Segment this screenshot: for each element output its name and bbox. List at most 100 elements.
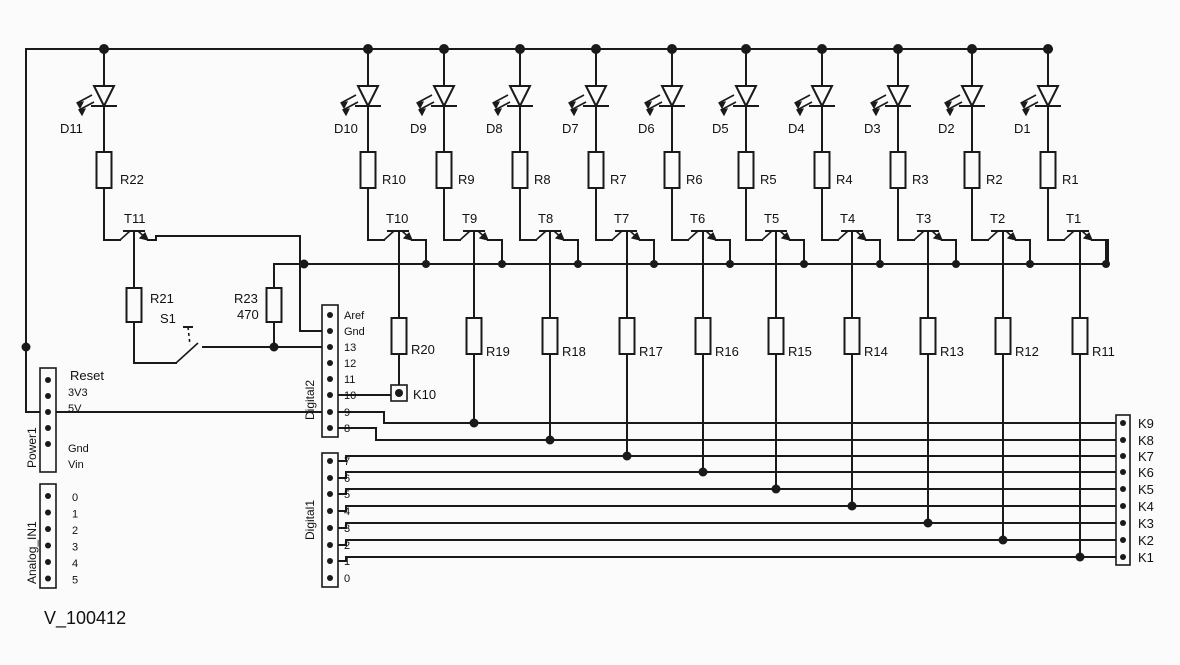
resistor-r19 [465,317,483,355]
junction-dot [847,501,857,511]
led-triangle [1036,85,1060,109]
resistor-r7 [587,151,605,189]
pin-digital1-3: 4 [344,506,350,518]
emission-arrow-1 [340,94,357,104]
components [39,85,1131,589]
emitter-wire [715,239,731,265]
collector-lead [383,230,395,241]
pin-digital1-5: 2 [344,540,350,552]
testpoint-k10-pad [395,389,403,397]
junction-dot [439,44,449,54]
junction-dot [1120,486,1126,492]
collector-wire [519,187,537,241]
collector-wire [1047,187,1065,241]
junction-dot [327,525,333,531]
resistor-r18 [541,317,559,355]
emission-arrow-2 [646,101,663,111]
emitter-arrow [554,231,566,241]
label-r3: R3 [912,172,929,187]
header-power1 [39,367,57,473]
resistor-r11 [1071,317,1089,355]
resistor-r10 [359,151,377,189]
route-pin1-k1 [329,556,1123,562]
junction-dot [327,542,333,548]
label-t5: T5 [764,211,779,226]
collector-wire [443,187,461,241]
led-d11 [76,85,117,117]
junction-dot [741,44,751,54]
led-triangle [584,85,608,109]
resistor-r16 [694,317,712,355]
label-r15: R15 [788,344,812,359]
label-t7: T7 [614,211,629,226]
arrow-head [568,101,577,110]
label-k4: K4 [1138,499,1154,514]
junction-dot [327,425,333,431]
emission-arrow-2 [720,101,737,111]
emission-arrow-1 [644,94,661,104]
emitter-wire [487,239,503,265]
collector-lead [687,230,699,241]
junction-dot [45,377,51,383]
junction-dot [1120,469,1126,475]
collector-wire [971,187,989,241]
emission-arrow-1 [1020,94,1037,104]
label-r20: R20 [411,342,435,357]
collector-lead [535,230,547,241]
transistor-t8 [535,230,566,241]
label-d7: D7 [562,121,579,136]
collector-wire [821,187,839,241]
junction-dot [923,518,933,528]
arrow-head [644,101,653,110]
route-pin9-k9 [329,411,1123,424]
transistor-t6 [687,230,718,241]
emission-arrow-1 [492,94,509,104]
junction-dot [327,344,333,350]
junction-dot [1026,260,1034,268]
junction-dot [1120,437,1126,443]
pin-digital2-6: 9 [344,407,350,419]
emitter-wire [865,239,881,265]
label-r4: R4 [836,172,853,187]
pin-digital1-1: 6 [344,473,350,485]
transistor-t10 [383,230,414,241]
pin-analog-3: 3 [72,542,78,554]
r21-wire [133,321,177,364]
emission-arrow-2 [78,101,95,111]
resistor-r15 [767,317,785,355]
junction-dot [327,575,333,581]
label-t1: T1 [1066,211,1081,226]
junction-dot [327,475,333,481]
pin-analog-0: 0 [72,492,78,504]
junction-dot [998,535,1008,545]
resistor-r2 [963,151,981,189]
label-t6: T6 [690,211,705,226]
label-k9: K9 [1138,416,1154,431]
label-k5: K5 [1138,482,1154,497]
junction-dot [817,44,827,54]
pin-digital2-5: 10 [344,390,356,402]
arrow-head [1022,108,1031,117]
led-d2 [944,85,985,117]
pin-digital2-7: 8 [344,423,350,435]
arrow-head [720,108,729,117]
collector-lead [119,230,131,241]
emission-arrow-2 [796,101,813,111]
label-r11: R11 [1092,344,1115,359]
emission-arrow-2 [418,101,435,111]
header-digital2-label: Digital2 [303,380,317,420]
label-d10: D10 [334,121,358,136]
label-r21: R21 [150,291,174,306]
junction-dot [545,435,555,445]
junction-dot [893,44,903,54]
emitter-wire [411,239,427,265]
junction-dot [269,342,279,352]
emission-arrow-1 [76,94,93,104]
header-analog-label: Analog_IN1 [25,521,39,584]
label-r23: R23 [234,291,258,306]
label-r17: R17 [639,344,663,359]
label-t10: T10 [386,211,408,226]
emitter-arrow [932,231,944,241]
junction-dot [45,526,51,532]
label-d9: D9 [410,121,427,136]
